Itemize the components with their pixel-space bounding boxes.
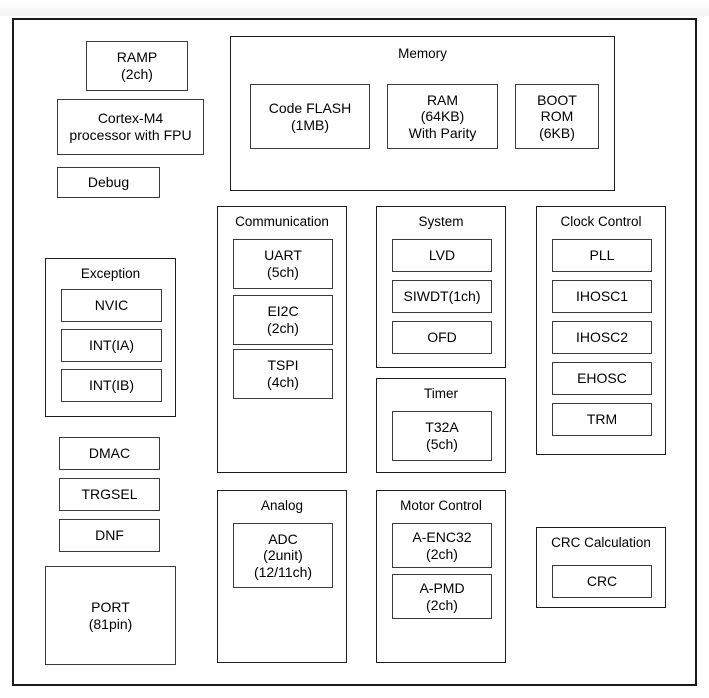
block-crc-line1: CRC [586, 573, 618, 590]
group-timer: Timer T32A (5ch) [376, 378, 506, 473]
block-a-pmd-line1: A-PMD [419, 579, 465, 596]
block-adc-line3: (12/11ch) [253, 563, 313, 580]
block-ei2c-line1: EI2C [267, 303, 299, 320]
block-adc: ADC (2unit) (12/11ch) [233, 523, 333, 588]
block-uart: UART (5ch) [233, 239, 333, 289]
block-ehosc: EHOSC [552, 362, 652, 395]
block-a-enc32-line1: A-ENC32 [412, 528, 472, 545]
block-a-pmd: A-PMD (2ch) [392, 574, 492, 619]
block-port-line2: (81pin) [88, 615, 133, 632]
block-debug: Debug [57, 167, 160, 198]
block-int-ia: INT(IA) [61, 329, 162, 362]
block-dnf-line1: DNF [95, 527, 124, 544]
block-code-flash-line2: (1MB) [290, 116, 330, 133]
block-trgsel-line1: TRGSEL [81, 486, 138, 503]
block-ihosc2: IHOSC2 [552, 321, 652, 354]
block-uart-line2: (5ch) [267, 264, 299, 280]
block-t32a-line1: T32A [425, 419, 459, 436]
group-memory: Memory Code FLASH (1MB) RAM (64KB) With … [230, 36, 615, 191]
block-nvic-line1: NVIC [94, 297, 129, 314]
block-debug-line1: Debug [87, 174, 130, 191]
block-ram: RAM (64KB) With Parity [387, 84, 498, 149]
block-ihosc2-line1: IHOSC2 [575, 329, 629, 346]
block-cortex-m4-line1: Cortex-M4 [97, 110, 164, 127]
block-a-enc32-line2: (2ch) [426, 545, 458, 562]
block-ei2c-line2: (2ch) [267, 320, 299, 336]
block-trm: TRM [552, 403, 652, 436]
group-exception-title: Exception [80, 266, 141, 281]
block-int-ib: INT(IB) [61, 369, 162, 402]
block-lvd-line1: LVD [428, 247, 456, 264]
top-gradient-band [0, 0, 709, 16]
block-port: PORT (81pin) [45, 566, 176, 665]
block-ramp-line2: (2ch) [121, 66, 153, 82]
group-timer-title: Timer [424, 386, 458, 401]
block-ram-line1: RAM [426, 91, 459, 108]
group-crc-calculation-title: CRC Calculation [551, 535, 651, 550]
block-lvd: LVD [392, 239, 492, 272]
block-nvic: NVIC [61, 289, 162, 322]
block-pll-line1: PLL [589, 247, 615, 264]
block-t32a-line2: (5ch) [426, 436, 458, 452]
block-int-ib-line1: INT(IB) [88, 377, 135, 394]
block-port-line1: PORT [91, 598, 130, 615]
group-communication: Communication UART (5ch) EI2C (2ch) TSPI… [217, 206, 347, 473]
block-ofd-line1: OFD [427, 329, 457, 346]
block-a-pmd-line2: (2ch) [426, 596, 458, 613]
block-tspi-line1: TSPI [267, 357, 299, 374]
block-boot-rom: BOOT ROM (6KB) [515, 84, 599, 149]
block-adc-line1: ADC [268, 530, 298, 547]
block-cortex-m4-line2: processor with FPU [69, 127, 192, 143]
block-ihosc1-line1: IHOSC1 [575, 288, 629, 305]
group-memory-title: Memory [398, 46, 447, 61]
block-siwdt-line1: SIWDT(1ch) [403, 288, 481, 305]
block-tspi: TSPI (4ch) [233, 349, 333, 399]
block-siwdt: SIWDT(1ch) [392, 280, 492, 313]
group-system: System LVD SIWDT(1ch) OFD [376, 206, 506, 368]
block-ofd: OFD [392, 321, 492, 354]
group-analog-title: Analog [260, 498, 304, 513]
block-t32a: T32A (5ch) [392, 411, 492, 461]
group-communication-title: Communication [235, 214, 329, 229]
group-system-title: System [418, 214, 464, 229]
block-boot-rom-line1: BOOT [537, 91, 577, 108]
group-motor-control: Motor Control A-ENC32 (2ch) A-PMD (2ch) [376, 490, 506, 663]
block-ramp: RAMP (2ch) [86, 41, 188, 91]
block-boot-rom-line3: (6KB) [539, 124, 575, 141]
block-dmac-line1: DMAC [88, 445, 131, 462]
block-ramp-line1: RAMP [116, 49, 158, 66]
block-ehosc-line1: EHOSC [577, 370, 627, 387]
block-boot-rom-line2: ROM [540, 108, 574, 125]
block-code-flash-line1: Code FLASH [268, 99, 352, 116]
group-motor-control-title: Motor Control [400, 498, 482, 513]
block-a-enc32: A-ENC32 (2ch) [392, 523, 492, 568]
block-adc-line2: (2unit) [263, 547, 303, 564]
block-crc: CRC [552, 565, 652, 598]
block-code-flash: Code FLASH (1MB) [250, 84, 370, 149]
block-dnf: DNF [59, 519, 160, 552]
block-pll: PLL [552, 239, 652, 272]
block-uart-line1: UART [264, 247, 302, 264]
block-ram-line3: With Parity [408, 124, 477, 141]
block-ihosc1: IHOSC1 [552, 280, 652, 313]
block-trgsel: TRGSEL [59, 478, 160, 511]
group-analog: Analog ADC (2unit) (12/11ch) [217, 490, 347, 663]
block-int-ia-line1: INT(IA) [88, 337, 135, 354]
block-cortex-m4: Cortex-M4 processor with FPU [57, 99, 204, 155]
block-dmac: DMAC [59, 437, 160, 470]
block-ram-line2: (64KB) [420, 108, 465, 125]
block-ei2c: EI2C (2ch) [233, 295, 333, 345]
group-clock-control-title: Clock Control [560, 214, 642, 229]
block-tspi-line2: (4ch) [267, 374, 299, 390]
group-exception: Exception NVIC INT(IA) INT(IB) [45, 258, 176, 417]
group-crc-calculation: CRC Calculation CRC [536, 527, 666, 608]
group-clock-control: Clock Control PLL IHOSC1 IHOSC2 EHOSC TR… [536, 206, 666, 455]
block-trm-line1: TRM [586, 411, 618, 428]
